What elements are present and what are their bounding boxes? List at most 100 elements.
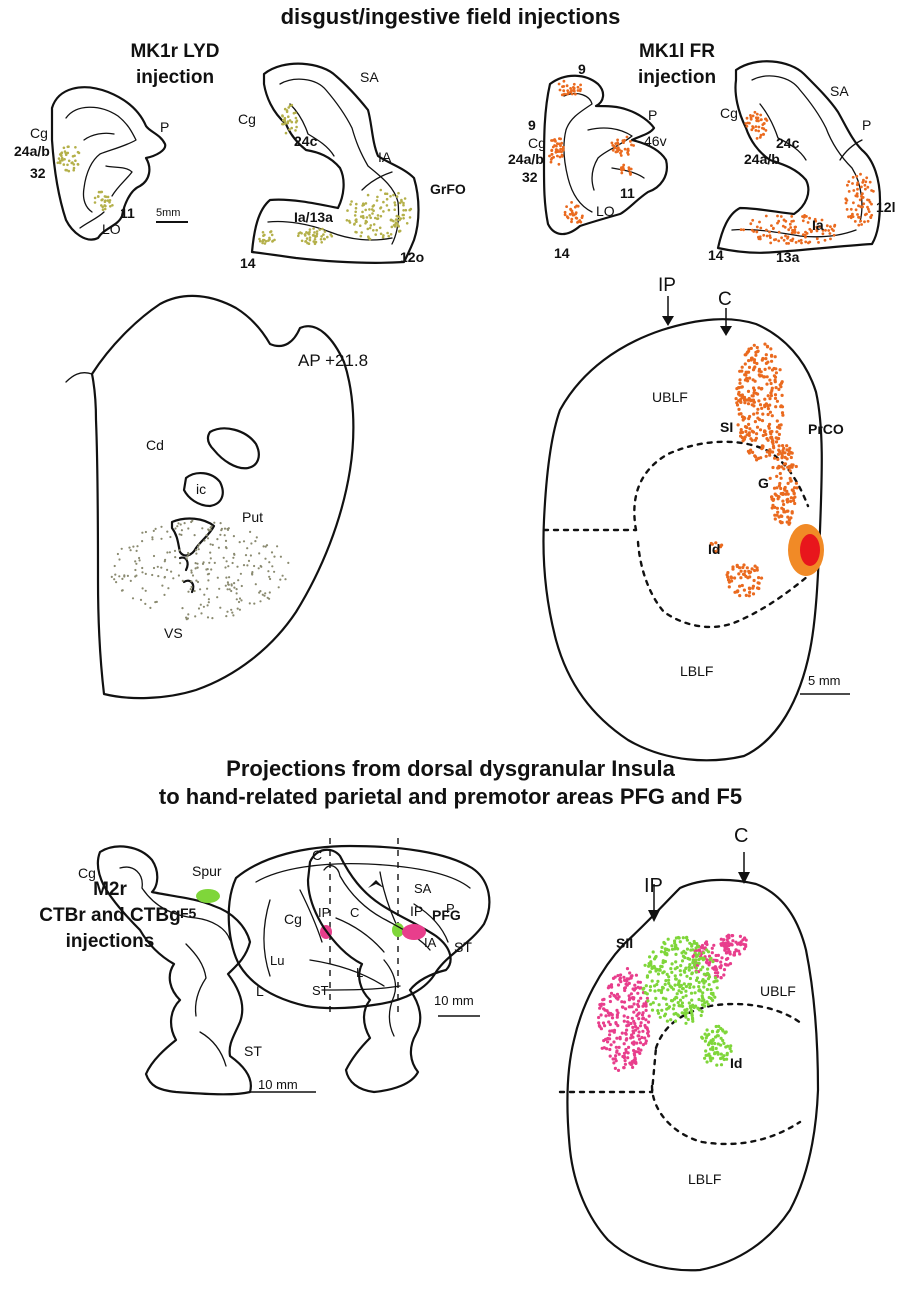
ctbr-cell-dot (635, 1014, 639, 1018)
ctbg-cell-dot (697, 997, 701, 1002)
coronal-cell-dot (247, 559, 251, 563)
ctbg-cell-dot (703, 1004, 707, 1008)
ctbg-cell-dot (725, 1051, 729, 1055)
ctbr-cell-dot (644, 1025, 648, 1029)
fr-cell-dot (739, 228, 743, 232)
coronal-cell-dot (210, 568, 213, 571)
lyd-cell-dot (292, 111, 296, 115)
ctbg-cell-dot (693, 991, 697, 995)
flatmap-cell-dot (753, 454, 757, 458)
flatmap-cell-dot (763, 397, 767, 401)
ctbg-cell-dot (713, 976, 718, 980)
fr-cell-dot (563, 210, 567, 214)
flatmap-cell-dot (777, 484, 782, 488)
lyd-cell-dot (307, 232, 311, 236)
ctbr-cell-dot (635, 1041, 639, 1045)
m2r-label-line3: injections (65, 931, 155, 952)
flatmap-cell-dot (792, 486, 797, 490)
ctbg-cell-dot (703, 1056, 707, 1060)
ctbr-cell-dot (603, 1024, 607, 1028)
fr-cell-dot (755, 137, 759, 140)
flatmap-cell-dot (736, 386, 741, 390)
ctbr-cell-dot (714, 953, 718, 958)
lyd-cell-dot (368, 237, 372, 241)
ctbg-cell-dot (645, 975, 650, 979)
ctbr-cell-dot (627, 981, 631, 986)
fr-cell-dot (560, 141, 564, 145)
flatmap-cell-dot (780, 411, 785, 415)
ctbg-cell-dot (706, 967, 710, 971)
lyd-cell-dot (288, 119, 292, 122)
ctbg-cell-dot (690, 1010, 694, 1014)
flatmap-cell-dot (764, 361, 769, 365)
flatmap-cell-dot (742, 588, 747, 592)
flatmap-cell-dot (770, 388, 774, 393)
fr-cell-dot (849, 207, 853, 211)
lyd-cell-dot (390, 225, 394, 229)
ctbr-cell-dot (631, 1065, 635, 1069)
ctbr-cell-dot (626, 1020, 630, 1024)
ctbg-cell-dot (677, 1014, 681, 1018)
scalebar-5mm (156, 221, 188, 223)
lyd-cell-dot (261, 241, 264, 245)
flatmap-cell-dot (739, 569, 743, 573)
fr-injection-label-line2: injection (637, 67, 717, 88)
ctbr-cell-dot (738, 934, 743, 939)
coronal-cell-dot (160, 525, 163, 528)
fr-cell-dot (754, 129, 758, 132)
ctbr-cell-dot (636, 985, 640, 989)
ctbr-cell-dot (721, 941, 725, 945)
ctbg-cell-dot (688, 982, 693, 987)
flatmap-cell-dot (776, 457, 780, 461)
flatmap-cell-dot (778, 426, 782, 430)
lyd-cell-dot (61, 157, 64, 161)
flatmap-cell-dot (747, 594, 751, 598)
ctbr-cell-dot (614, 1054, 618, 1058)
section-r-label-pfg: PFG (432, 907, 461, 923)
flatmap-cell-dot (735, 564, 740, 569)
lyd-cell-dot (379, 188, 383, 192)
fr-cell-dot (757, 235, 760, 239)
ctbg-cell-dot (714, 1046, 718, 1051)
fr-cell-dot (861, 181, 865, 184)
fr-cell-dot (611, 148, 615, 152)
coronal-cell-dot (281, 574, 284, 577)
coronal-cell-dot (225, 615, 228, 618)
flatmap-cell-dot (744, 574, 748, 579)
label-prco: PrCO (808, 421, 844, 437)
bottom-section-right (306, 848, 452, 1094)
fr-cell-dot (864, 187, 867, 191)
lyd-cell-dot (97, 190, 101, 194)
coronal-cell-dot (187, 527, 190, 530)
ctbg-cell-dot (715, 1063, 719, 1067)
ctbg-cell-dot (724, 1030, 728, 1034)
ctbg-cell-dot (700, 979, 705, 983)
scalebar-5mm-label: 5mm (156, 207, 181, 219)
coronal-cell-dot (200, 612, 203, 615)
flatmap-cell-dot (768, 397, 772, 401)
flat-b-label-id: Id (730, 1055, 743, 1071)
coronal-cell-dot (176, 525, 179, 528)
coronal-cell-dot (269, 577, 272, 581)
ctbg-cell-dot (719, 1052, 723, 1056)
coronal-cell-dot (190, 585, 193, 589)
fr-cell-dot (790, 220, 794, 223)
flatmap-cell-dot (714, 550, 718, 554)
lyd-cell-dot (305, 237, 309, 240)
flatmap-cell-dot (768, 378, 772, 382)
fr-cell-dot (785, 242, 788, 245)
coronal-cell-dot (225, 560, 228, 563)
coronal-cell-dot (144, 602, 147, 606)
ctbr-cell-dot (617, 995, 621, 999)
coronal-cell-dot (141, 571, 144, 574)
lyd-cell-dot (300, 239, 304, 243)
lyd-cell-dot (56, 161, 60, 165)
fr-cell-dot (827, 229, 831, 232)
ctbg-cell-dot (684, 951, 688, 955)
coronal-cell-dot (218, 587, 221, 590)
ctbr-cell-dot (616, 983, 621, 987)
fr-cell-dot (780, 236, 783, 240)
coronal-cell-dot (110, 575, 113, 579)
flatmap-cell-dot (770, 368, 775, 372)
